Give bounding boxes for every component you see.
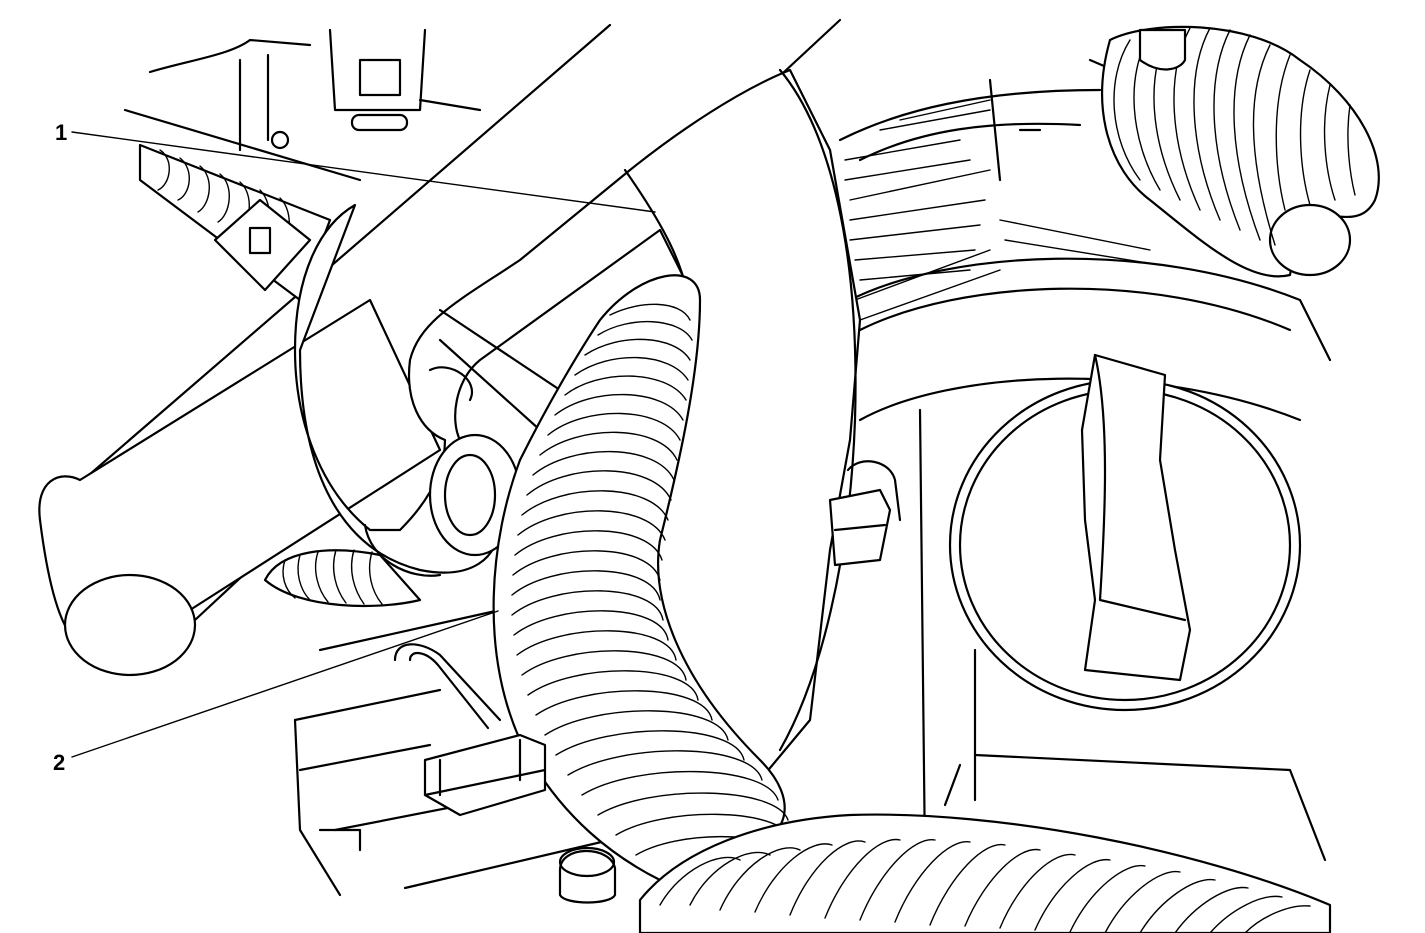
left-tube [38, 298, 442, 677]
callout-1-label: 1 [55, 120, 67, 145]
callout-2: 2 [53, 610, 499, 775]
upper-left-conduit [138, 143, 332, 302]
callout-1: 1 [55, 120, 656, 213]
main-conduit [492, 274, 791, 882]
nut [828, 460, 902, 567]
sensor-connector [393, 643, 547, 817]
bottom-conduit [638, 813, 1332, 933]
callout-2-label: 2 [53, 750, 65, 775]
callout-2-leader [71, 610, 499, 758]
lower-left-conduit [263, 549, 422, 608]
callout-1-leader [71, 131, 656, 213]
round-cap [948, 353, 1302, 712]
upper-right-conduit [1101, 25, 1380, 278]
curved-hose [293, 68, 862, 782]
cap-plug [558, 846, 617, 904]
